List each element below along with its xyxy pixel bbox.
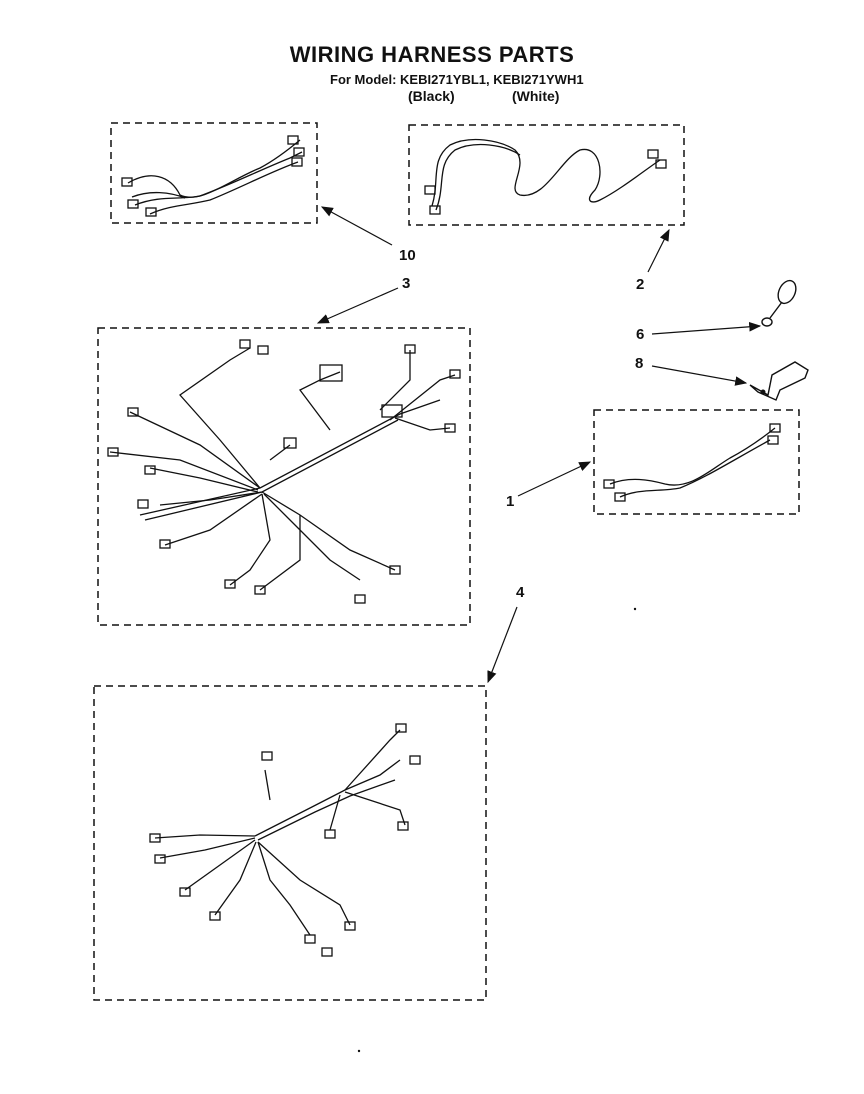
variant-black-label: (Black) [408, 88, 455, 104]
part-box-2 [408, 124, 685, 226]
leader-6 [651, 322, 762, 335]
variant-white-label: (White) [512, 88, 560, 104]
callout-4: 4 [516, 584, 525, 601]
model-line: For Model: KEBI271YBL1, KEBI271YWH1 [330, 72, 584, 87]
part-box-1 [593, 409, 800, 515]
leader-4 [487, 606, 518, 684]
leader-10 [320, 206, 393, 246]
callout-1: 1 [506, 493, 515, 510]
callout-10: 10 [399, 247, 416, 264]
page-title: WIRING HARNESS PARTS [289, 42, 575, 67]
part-box-10 [110, 122, 318, 224]
harness-1 [603, 423, 781, 502]
callout-8: 8 [635, 355, 644, 372]
leader-2 [647, 228, 670, 273]
callout-6: 6 [636, 326, 645, 343]
harness-2 [424, 138, 667, 215]
part-box-4 [93, 685, 487, 1001]
harness-4 [149, 723, 421, 957]
leader-3 [316, 287, 399, 324]
callout-2: 2 [636, 276, 645, 293]
harness-10 [121, 135, 305, 217]
harness-3 [107, 339, 461, 604]
bracket-8 [749, 361, 809, 401]
part-box-3 [97, 327, 471, 626]
callout-3: 3 [402, 275, 411, 292]
grommet-6 [761, 279, 797, 327]
leader-1 [517, 461, 592, 497]
leader-8 [651, 365, 748, 386]
